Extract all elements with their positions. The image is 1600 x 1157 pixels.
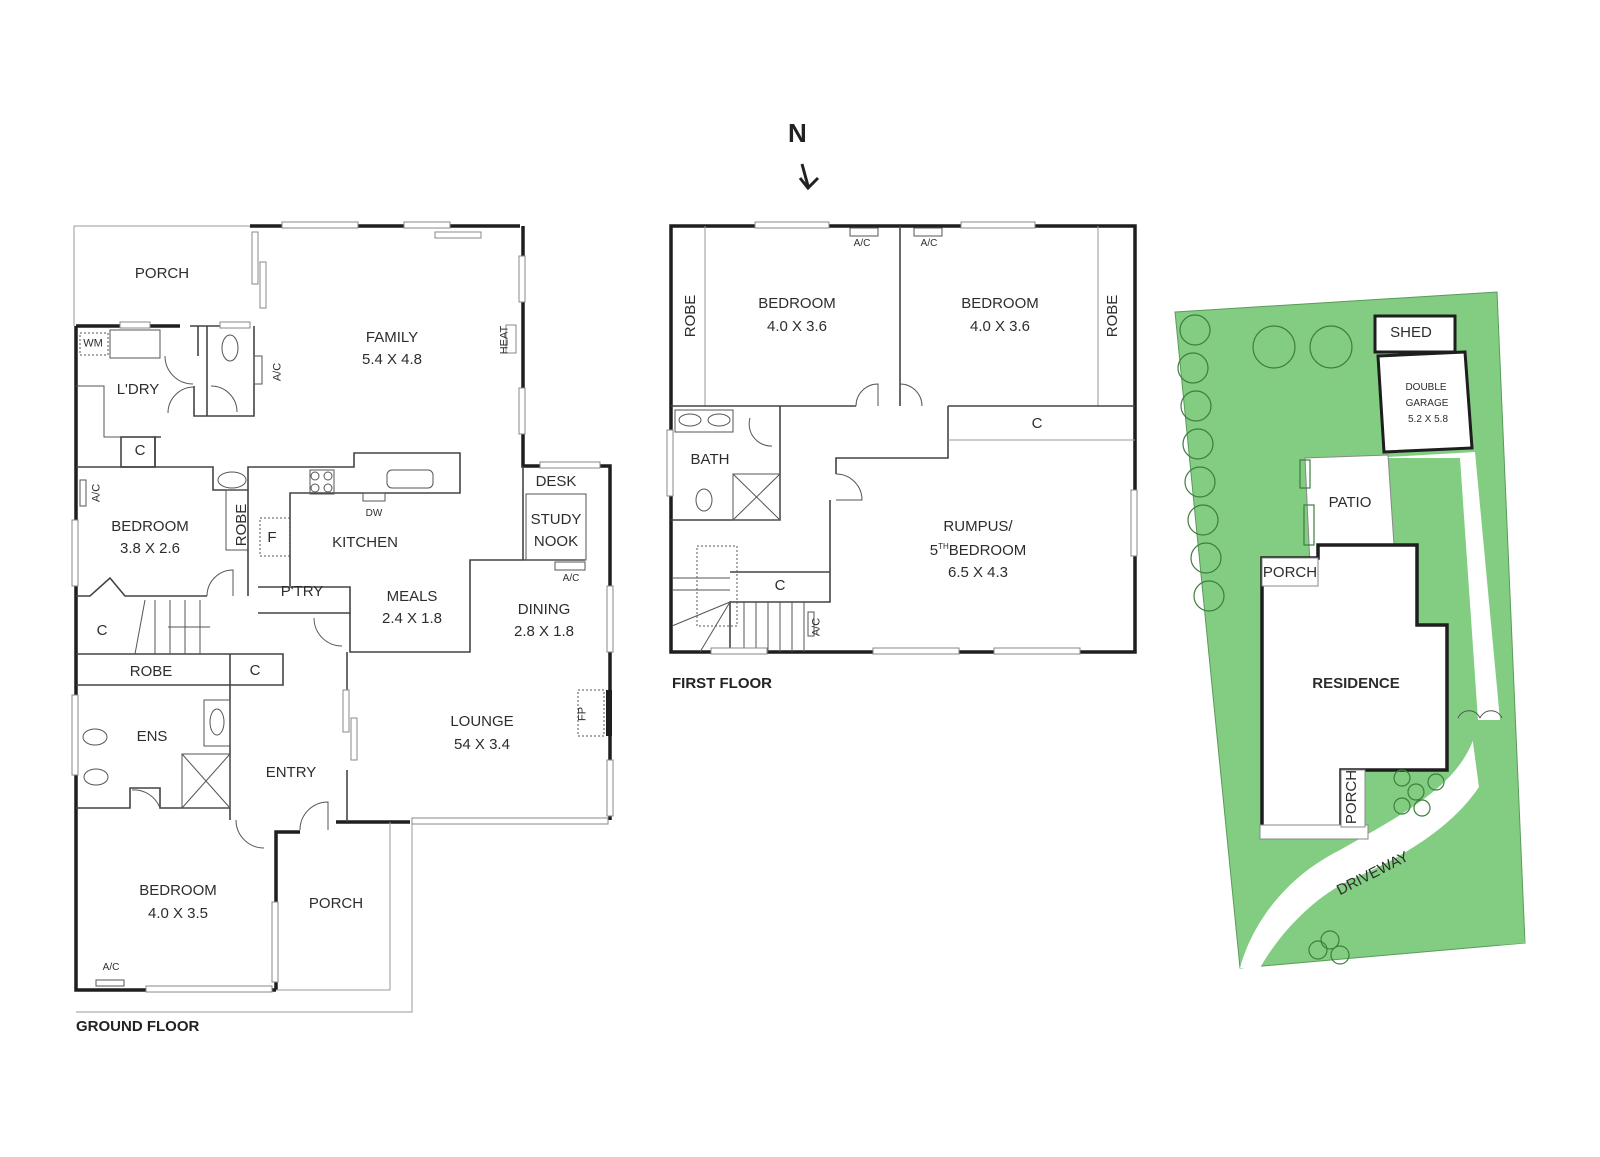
site-patio: PATIO — [1328, 494, 1372, 511]
room-bedroom-b: BEDROOM — [139, 882, 217, 899]
room-entry: ENTRY — [265, 764, 317, 781]
room-bedroom-first-b-size: 4.0 X 3.6 — [969, 318, 1031, 335]
first-floor-title: FIRST FLOOR — [672, 675, 772, 692]
ac-family-label: A/C — [271, 362, 284, 382]
room-desk: DESK — [535, 473, 577, 490]
room-pantry: P'TRY — [280, 583, 324, 600]
tree-icons — [1177, 314, 1445, 965]
room-dining: DINING — [517, 601, 571, 618]
room-rumpus-size: 6.5 X 4.3 — [947, 564, 1009, 581]
ac-bed-a-label: A/C — [853, 238, 871, 249]
room-rumpus: RUMPUS/ — [943, 518, 1013, 535]
room-bath: BATH — [690, 451, 730, 468]
room-stair-cupboard-first: C — [774, 577, 786, 594]
room-robe-b: ROBE — [129, 663, 173, 680]
room-ensuite: ENS — [136, 728, 168, 745]
ac-bedroom-label: A/C — [90, 483, 103, 503]
ground-floor-title: GROUND FLOOR — [76, 1018, 200, 1035]
room-porch-rear: PORCH — [134, 265, 190, 282]
room-meals-size: 2.4 X 1.8 — [381, 610, 443, 627]
room-linen-cupboard: C — [1031, 415, 1043, 432]
room-robe-a: ROBE — [233, 503, 250, 547]
site-plan — [1174, 291, 1526, 969]
heat-label: HEAT — [498, 325, 511, 355]
ac-bedroom-b-label: A/C — [102, 962, 120, 973]
room-bedroom-a-size: 3.8 X 2.6 — [119, 540, 181, 557]
room-bedroom-first-b: BEDROOM — [961, 295, 1039, 312]
site-garage-line2: GARAGE — [1405, 398, 1449, 409]
room-family-size: 5.4 X 4.8 — [361, 351, 423, 368]
room-robe-left: ROBE — [682, 294, 699, 338]
room-kitchen: KITCHEN — [332, 534, 398, 551]
first-floor-plan — [666, 221, 1138, 655]
washing-machine-label: WM — [83, 337, 103, 350]
room-dining-size: 2.8 X 1.8 — [513, 623, 575, 640]
north-label: N — [788, 118, 807, 148]
site-garage-size: 5.2 X 5.8 — [1407, 414, 1449, 425]
room-lounge: LOUNGE — [450, 713, 514, 730]
site-residence: RESIDENCE — [1312, 675, 1400, 692]
room-bedroom-first-a-size: 4.0 X 3.6 — [766, 318, 828, 335]
room-hall-cupboard: C — [249, 662, 261, 679]
ac-stair-label: A/C — [810, 617, 823, 637]
site-shed: SHED — [1390, 324, 1432, 341]
dishwasher-label: DW — [365, 508, 383, 519]
room-bedroom-a: BEDROOM — [111, 518, 189, 535]
room-bedroom-b-size: 4.0 X 3.5 — [147, 905, 209, 922]
room-study-nook-line1: STUDY — [530, 511, 582, 528]
room-bedroom-first-a: BEDROOM — [758, 295, 836, 312]
site-porch-front: PORCH — [1343, 769, 1360, 825]
room-laundry-cupboard: C — [134, 442, 146, 459]
ac-bed-b-label: A/C — [920, 238, 938, 249]
room-family: FAMILY — [365, 329, 419, 346]
site-porch-side: PORCH — [1262, 564, 1318, 581]
room-lounge-size: 54 X 3.4 — [454, 736, 510, 753]
room-laundry: L'DRY — [116, 381, 160, 398]
room-porch-front: PORCH — [308, 895, 364, 912]
room-rumpus-line2: 5THBEDROOM — [929, 542, 1027, 559]
fireplace-label: FP — [576, 706, 589, 722]
room-robe-right: ROBE — [1104, 294, 1121, 338]
ground-floor-plan — [71, 221, 614, 1013]
fridge-label: F — [267, 529, 277, 546]
room-meals: MEALS — [386, 588, 438, 605]
site-garage-line1: DOUBLE — [1405, 382, 1447, 393]
ac-study-label: A/C — [562, 573, 580, 584]
room-stair-cupboard: C — [96, 622, 108, 639]
north-arrow-icon — [798, 163, 820, 191]
room-study-nook-line2: NOOK — [533, 533, 579, 550]
